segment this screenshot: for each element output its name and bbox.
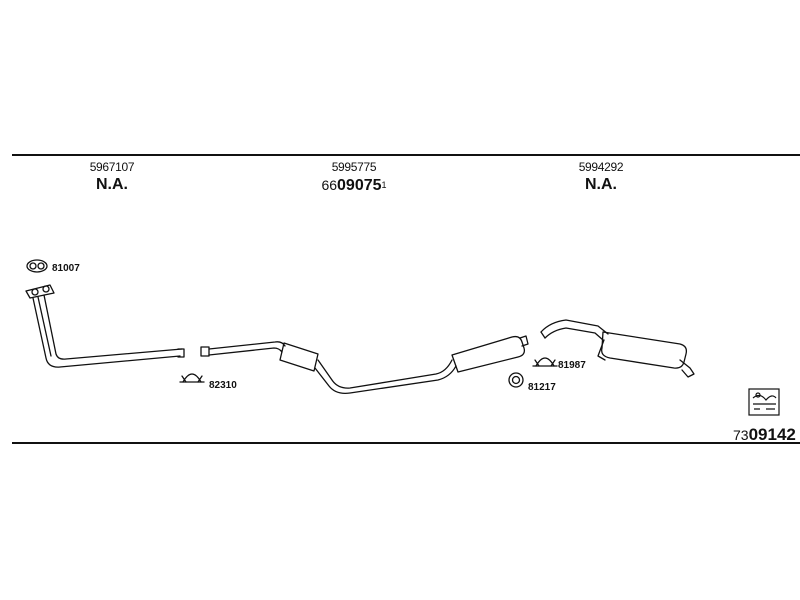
clamp-icon: [179, 373, 205, 383]
callout-label: 81217: [528, 382, 556, 393]
part-number: 5995775: [331, 160, 377, 174]
callout-label: 81007: [52, 263, 80, 274]
kit-prefix: 73: [733, 427, 749, 443]
part-code: N.A.: [585, 176, 617, 193]
part-code-suffix: 1: [381, 180, 387, 190]
front-pipe-icon: [25, 284, 185, 368]
callout-label: 82310: [209, 380, 237, 391]
kit-main-number: 09142: [748, 425, 796, 444]
callout-label: 81987: [558, 360, 586, 371]
bottom-rule: [12, 442, 800, 444]
part-rear-silencer: 5994292 N.A.: [531, 160, 671, 194]
rear-silencer-icon: [540, 319, 695, 378]
part-code: 66090751: [284, 176, 424, 195]
part-middle-silencer: 5995775 66090751: [284, 160, 424, 195]
middle-section-icon: [200, 335, 529, 394]
ring-icon: [508, 372, 524, 388]
gasket-icon: [26, 259, 48, 273]
kit-number: 7309142: [733, 425, 796, 445]
part-front-pipe: 5967107 N.A.: [42, 160, 182, 194]
part-code: N.A.: [96, 176, 128, 193]
part-number: 5994292: [578, 160, 624, 174]
part-code-main: 09075: [337, 177, 382, 194]
part-code-prefix: 66: [321, 177, 338, 193]
top-rule: [12, 154, 800, 156]
part-number: 5967107: [89, 160, 135, 174]
book-icon: [748, 388, 780, 416]
clamp-icon: [532, 357, 558, 367]
